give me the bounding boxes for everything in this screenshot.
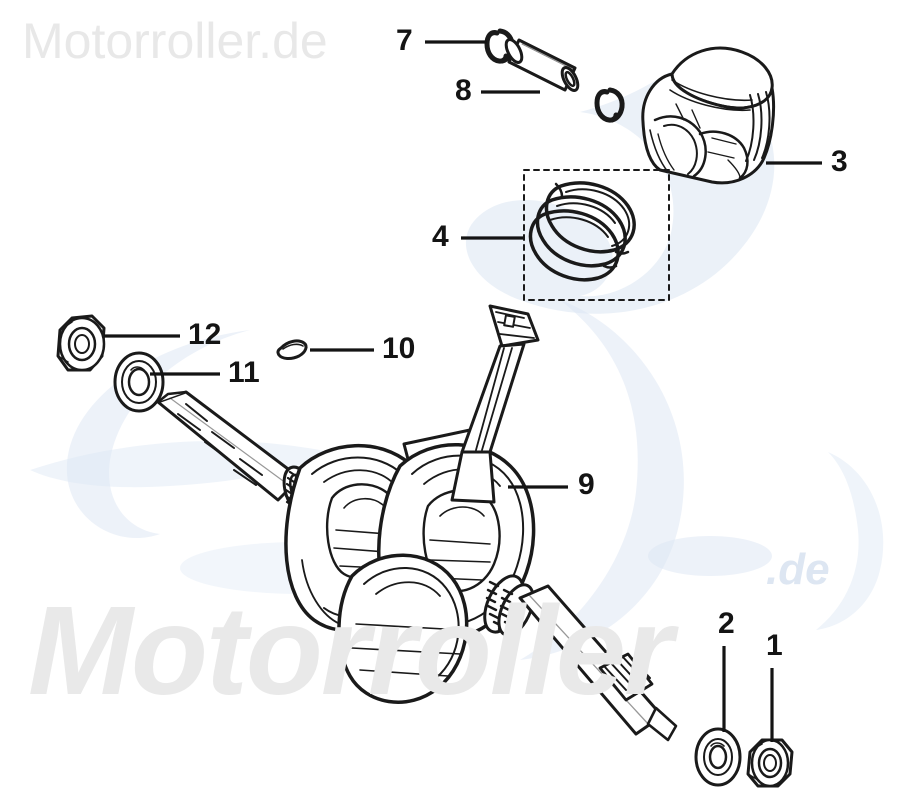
part-hex-nut-right — [746, 738, 794, 788]
part-washer-left — [113, 351, 165, 413]
callout-4: 4 — [432, 220, 449, 253]
callout-8: 8 — [455, 74, 472, 107]
connecting-rod — [450, 304, 540, 504]
callout-2: 2 — [718, 607, 735, 640]
parts-linework — [56, 28, 794, 788]
callout-1: 1 — [766, 629, 783, 662]
callout-10: 10 — [382, 332, 416, 365]
part-crankshaft-assembly — [156, 304, 678, 742]
part-nut-left — [56, 314, 106, 372]
ring-set-dashed-box — [523, 169, 670, 301]
callout-3: 3 — [831, 145, 848, 178]
crank-counterweight — [337, 553, 469, 704]
callout-leader-lines — [104, 40, 822, 742]
callout-9: 9 — [578, 468, 595, 501]
callout-12: 12 — [188, 318, 222, 351]
swoosh-right — [816, 452, 884, 630]
part-piston-pin — [504, 38, 580, 92]
watermark-top: Motorroller.de — [22, 13, 328, 69]
watermark-de-suffix: .de — [766, 545, 830, 594]
crank-right-shaft — [483, 574, 678, 742]
part-woodruff-key — [276, 339, 308, 360]
part-piston — [641, 46, 776, 185]
watermark-bottom: Motorroller — [28, 580, 673, 721]
part-washer-right — [694, 727, 742, 787]
swoosh-mid — [520, 300, 684, 660]
part-piston-ring-set — [523, 169, 670, 301]
callout-11: 11 — [228, 356, 260, 389]
part-circlip-right — [594, 87, 625, 123]
callout-7: 7 — [396, 24, 413, 57]
swoosh-dot — [648, 536, 772, 576]
